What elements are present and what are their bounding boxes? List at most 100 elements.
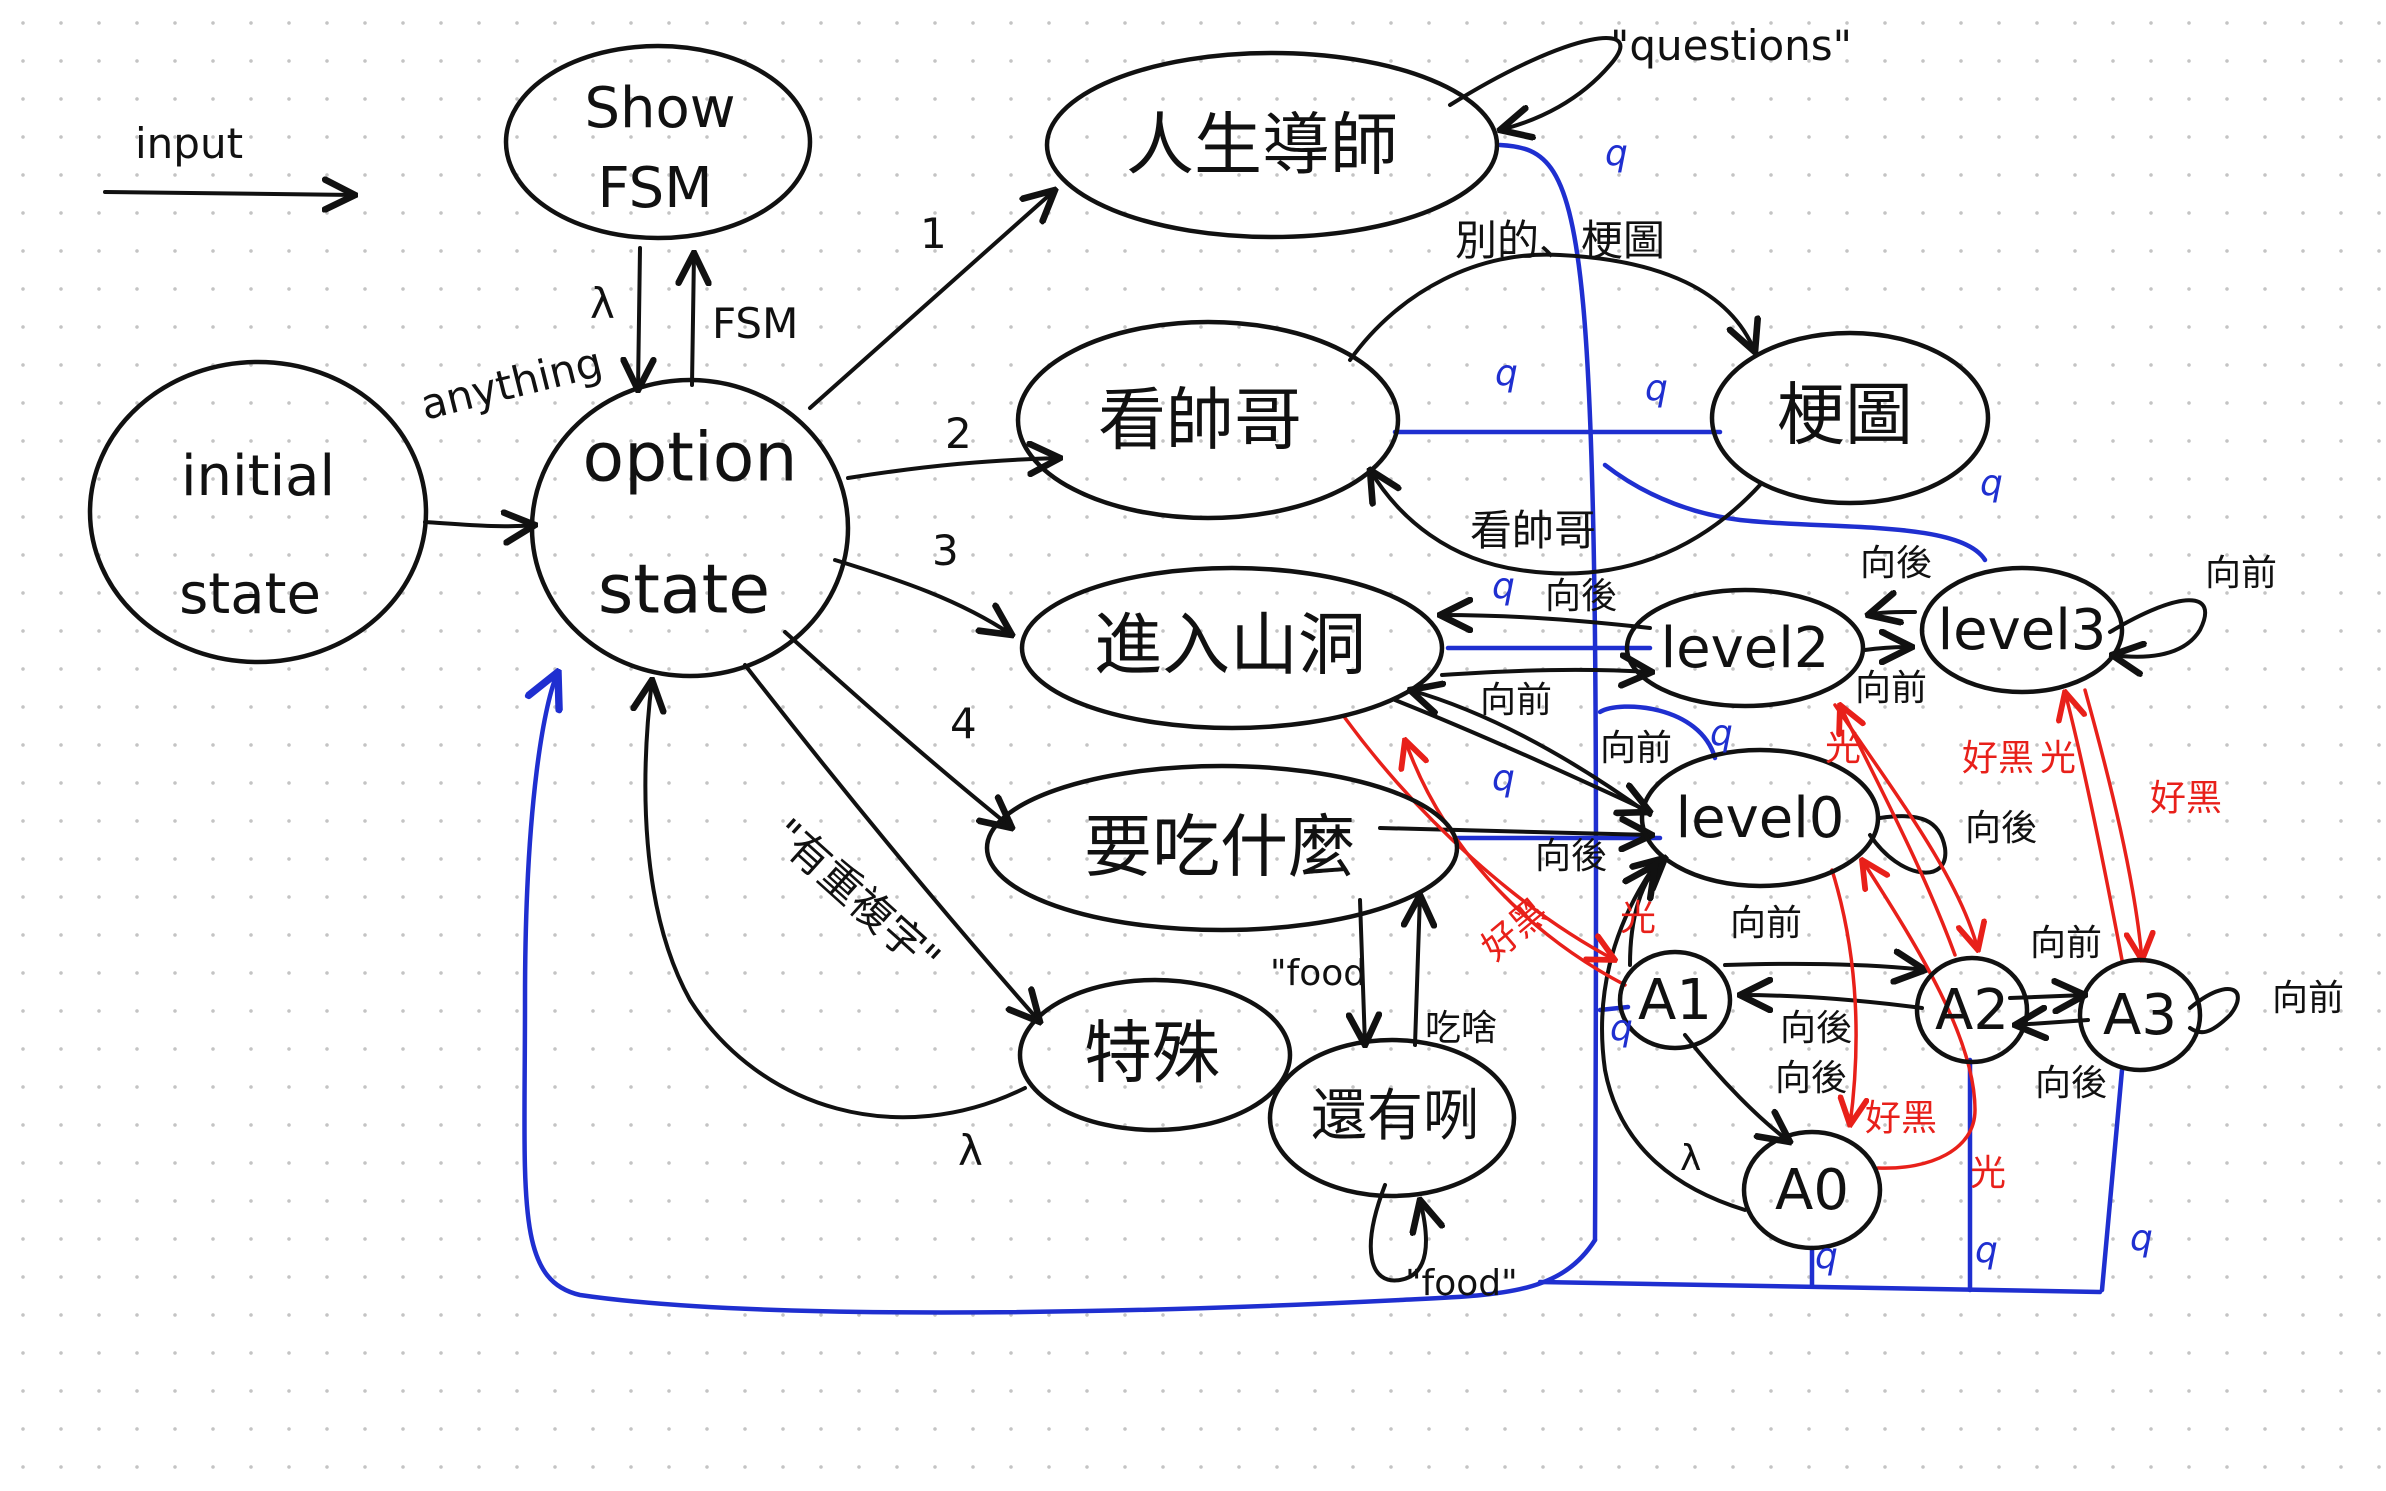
edge-A1-A0 [1683, 1033, 1790, 1142]
label-lambda-special: λ [958, 1126, 983, 1175]
edge-level2-cave [1440, 615, 1652, 628]
edge-cave-level2 [1440, 670, 1652, 675]
node-life-mentor: 人生導師 [1044, 50, 1500, 240]
label-input: input [135, 119, 243, 168]
label-q-handsome: q [1495, 353, 1518, 394]
label-q-level0: q [1710, 713, 1733, 754]
node-level0-label: level0 [1676, 786, 1845, 851]
label-back-food-l0: 向後 [1535, 836, 1607, 877]
node-cave-label: 進入山洞 [1094, 607, 1366, 686]
edge-q-A3-rail [2099, 1067, 2125, 1293]
edge-red-A2-level2 [1840, 705, 1957, 957]
label-food-loop: "food" [1405, 1263, 1518, 1304]
label-dark-l0-A0: 好黑 [1865, 1098, 1937, 1139]
node-special-label: 特殊 [1084, 1015, 1220, 1094]
edge-food-level0 [1378, 828, 1652, 835]
label-fsm: FSM [712, 299, 798, 348]
label-forward-l0-cave: 向前 [1600, 728, 1672, 769]
edge-more-food [1415, 895, 1420, 1047]
label-back-A2-A1: 向後 [1780, 1008, 1852, 1049]
node-initial-line2: state [179, 562, 321, 627]
label-lambda-A0: λ [1680, 1138, 1701, 1179]
edge-handsome-meme [1348, 252, 1755, 362]
edge-red-A3-level3 [2065, 692, 2124, 962]
node-option-line2: state [598, 551, 770, 630]
node-A1: A1 [1617, 949, 1733, 1051]
edge-A1-A2 [1723, 964, 1925, 970]
node-food: 要吃什麼 [984, 763, 1460, 933]
node-A3: A3 [2077, 957, 2203, 1073]
edge-food-more [1360, 898, 1365, 1045]
label-q-meme: q [1645, 368, 1668, 409]
label-q-A0: q [1815, 1236, 1838, 1277]
edge-option-handsome [846, 458, 1060, 480]
label-light-l2-A2: 光 [1825, 728, 1861, 769]
edge-cave-level0 [1393, 698, 1650, 812]
edge-level3-level2 [1868, 612, 1917, 615]
label-forward-A1-A2: 向前 [1730, 903, 1802, 944]
edge-more-food-loop [1368, 1183, 1426, 1283]
label-q-A3: q [2130, 1218, 2153, 1259]
label-back-A1-A0: 向後 [1775, 1058, 1847, 1099]
label-4: 4 [950, 699, 977, 748]
label-q-mentor: q [1605, 133, 1628, 174]
node-A1-label: A1 [1638, 968, 1712, 1033]
blue-q-edges [522, 142, 2125, 1315]
edge-A2-A1 [1740, 995, 1924, 1008]
node-initial-state: initial state [87, 359, 429, 665]
label-other-meme: 別的、梗圖 [1455, 216, 1665, 265]
label-q-cave: q [1492, 566, 1515, 607]
label-light-A0-l0: 光 [1970, 1153, 2006, 1194]
node-meme-label: 梗圖 [1777, 377, 1913, 456]
label-forward-l2-l3: 向前 [1855, 668, 1927, 709]
node-level3: level3 [1919, 565, 2125, 695]
node-initial-line1: initial [181, 444, 335, 509]
edge-level0-loop [1868, 814, 1948, 875]
edge-red-A1-cave [1405, 740, 1627, 987]
node-handsome-label: 看帥哥 [1098, 382, 1302, 461]
edge-option-special [743, 663, 1040, 1022]
edge-q-bus-vertical [1497, 142, 1599, 1243]
node-A0-label: A0 [1775, 1158, 1849, 1223]
label-back-l2-cave: 向後 [1545, 576, 1617, 617]
label-dark-A2-l2: 好黑 [1962, 738, 2034, 779]
label-light-l3-A3: 光 [2040, 738, 2076, 779]
label-dark-A1-cave: 好黑 [1474, 891, 1556, 969]
label-q-A1: q [1610, 1008, 1633, 1049]
label-anything: anything [416, 337, 608, 429]
label-1: 1 [920, 209, 947, 258]
edge-red-level0-A0 [1830, 868, 1856, 1125]
edge-red-A0-level0 [1862, 860, 1977, 1170]
edge-q-bus-bottom [522, 672, 1598, 1315]
label-questions: "questions" [1610, 21, 1852, 70]
label-q-food: q [1492, 758, 1515, 799]
node-A0: A0 [1741, 1129, 1883, 1251]
label-light-cave-A1: 光 [1620, 898, 1656, 939]
arrow-input [103, 192, 355, 195]
node-handsome: 看帥哥 [1015, 319, 1401, 521]
node-life-mentor-label: 人生導師 [1126, 107, 1398, 186]
node-level0: level0 [1639, 747, 1881, 889]
label-back-l0-loop: 向後 [1965, 808, 2037, 849]
edge-red-level2-A2 [1833, 703, 1978, 950]
label-repeat-chars: "有重複字" [763, 809, 949, 984]
edge-red-level3-A3 [2083, 688, 2142, 960]
node-more: 還有咧 [1267, 1037, 1517, 1199]
node-cave: 進入山洞 [1019, 565, 1445, 731]
edge-level3-loop [2110, 598, 2208, 656]
label-view-handsome: 看帥哥 [1470, 506, 1596, 555]
edge-initial-option [423, 522, 535, 526]
label-forward-A3-loop: 向前 [2272, 978, 2344, 1019]
label-back-l3-l2: 向後 [1860, 543, 1932, 584]
edge-meme-handsome [1370, 470, 1762, 576]
node-level2-label: level2 [1661, 616, 1830, 681]
edge-special-option [645, 680, 1027, 1120]
node-A2: A2 [1914, 955, 2030, 1065]
edge-q-level0-bus [1597, 704, 1718, 761]
label-q-level3-meme: q [1980, 463, 2003, 504]
label-forward-A2-A3: 向前 [2030, 923, 2102, 964]
red-edges [1343, 688, 2142, 1170]
label-forward-cave-l2: 向前 [1480, 680, 1552, 721]
label-2: 2 [945, 409, 972, 458]
label-dark-A3-l3: 好黑 [2150, 778, 2222, 819]
